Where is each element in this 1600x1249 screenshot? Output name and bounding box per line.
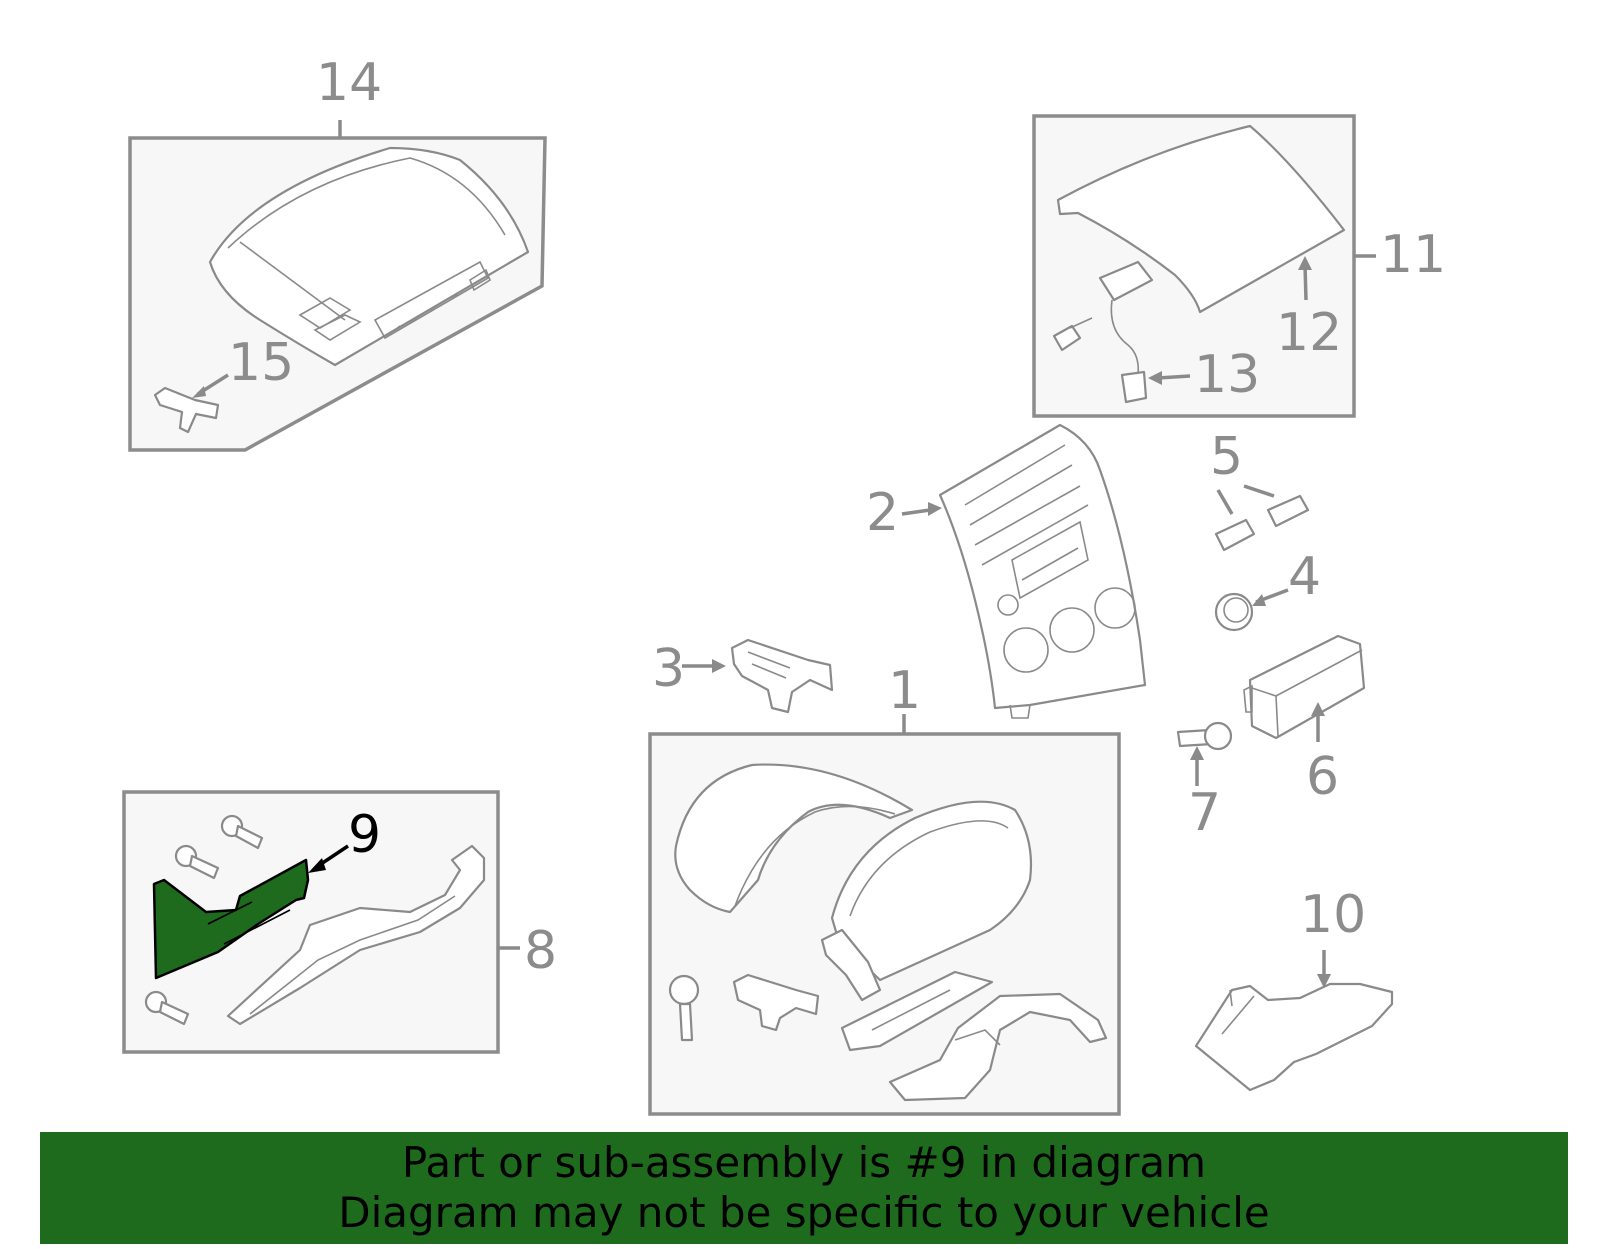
part-12-airbag-cover[interactable] [1056,124,1346,314]
callout-2[interactable]: 2 [866,483,899,543]
part-1-lower-cover[interactable] [888,992,1108,1102]
part-3-bracket[interactable] [730,638,834,714]
part-8-screws[interactable] [144,814,264,1026]
part-1-trim-strip[interactable] [840,970,994,1052]
part-1-screw[interactable] [668,974,700,1042]
part-4-knob[interactable] [1214,592,1254,632]
group-1-box: 1 [648,661,1121,1116]
callout-14[interactable]: 14 [316,53,382,113]
part-10-cover[interactable] [1194,982,1394,1092]
callout-6[interactable]: 6 [1306,747,1339,807]
part-5-switches[interactable] [1214,494,1310,552]
group-11-box: 11 12 13 [1032,114,1446,418]
callout-10[interactable]: 10 [1300,885,1366,945]
callout-7[interactable]: 7 [1188,783,1221,843]
callout-4[interactable]: 4 [1288,547,1321,607]
callout-13[interactable]: 13 [1194,345,1260,405]
callout-3[interactable]: 3 [652,639,685,699]
callout-8[interactable]: 8 [524,921,557,981]
part-1-clip[interactable] [732,973,820,1032]
part-14-upper-panel[interactable] [208,146,530,367]
callout-15[interactable]: 15 [228,333,294,393]
callout-12[interactable]: 12 [1276,303,1342,363]
banner-line-1: Part or sub-assembly is #9 in diagram [401,1138,1207,1187]
banner-line-2: Diagram may not be specific to your vehi… [338,1188,1270,1237]
part-9-highlighted-bracket[interactable] [152,858,310,980]
part-6-hazard-switch[interactable] [1243,634,1366,740]
part-15-clip[interactable] [153,386,220,434]
part-1-cluster-bezel[interactable] [820,800,1033,1002]
part-8-lower-panel[interactable] [226,844,486,1026]
info-banner: Part or sub-assembly is #9 in diagram Di… [40,1132,1568,1244]
part-7-screw[interactable] [1176,721,1233,751]
part-2-center-bezel[interactable] [938,423,1147,719]
callout-11[interactable]: 11 [1380,225,1446,285]
group-8-box: 8 9 [122,790,557,1054]
callout-5[interactable]: 5 [1210,427,1243,487]
part-13-airbag-module[interactable] [1052,260,1154,404]
callout-9[interactable]: 9 [348,805,381,865]
callout-1[interactable]: 1 [888,661,921,721]
group-14-box: 14 15 [128,53,547,452]
part-1-cluster-hood[interactable] [674,763,914,914]
